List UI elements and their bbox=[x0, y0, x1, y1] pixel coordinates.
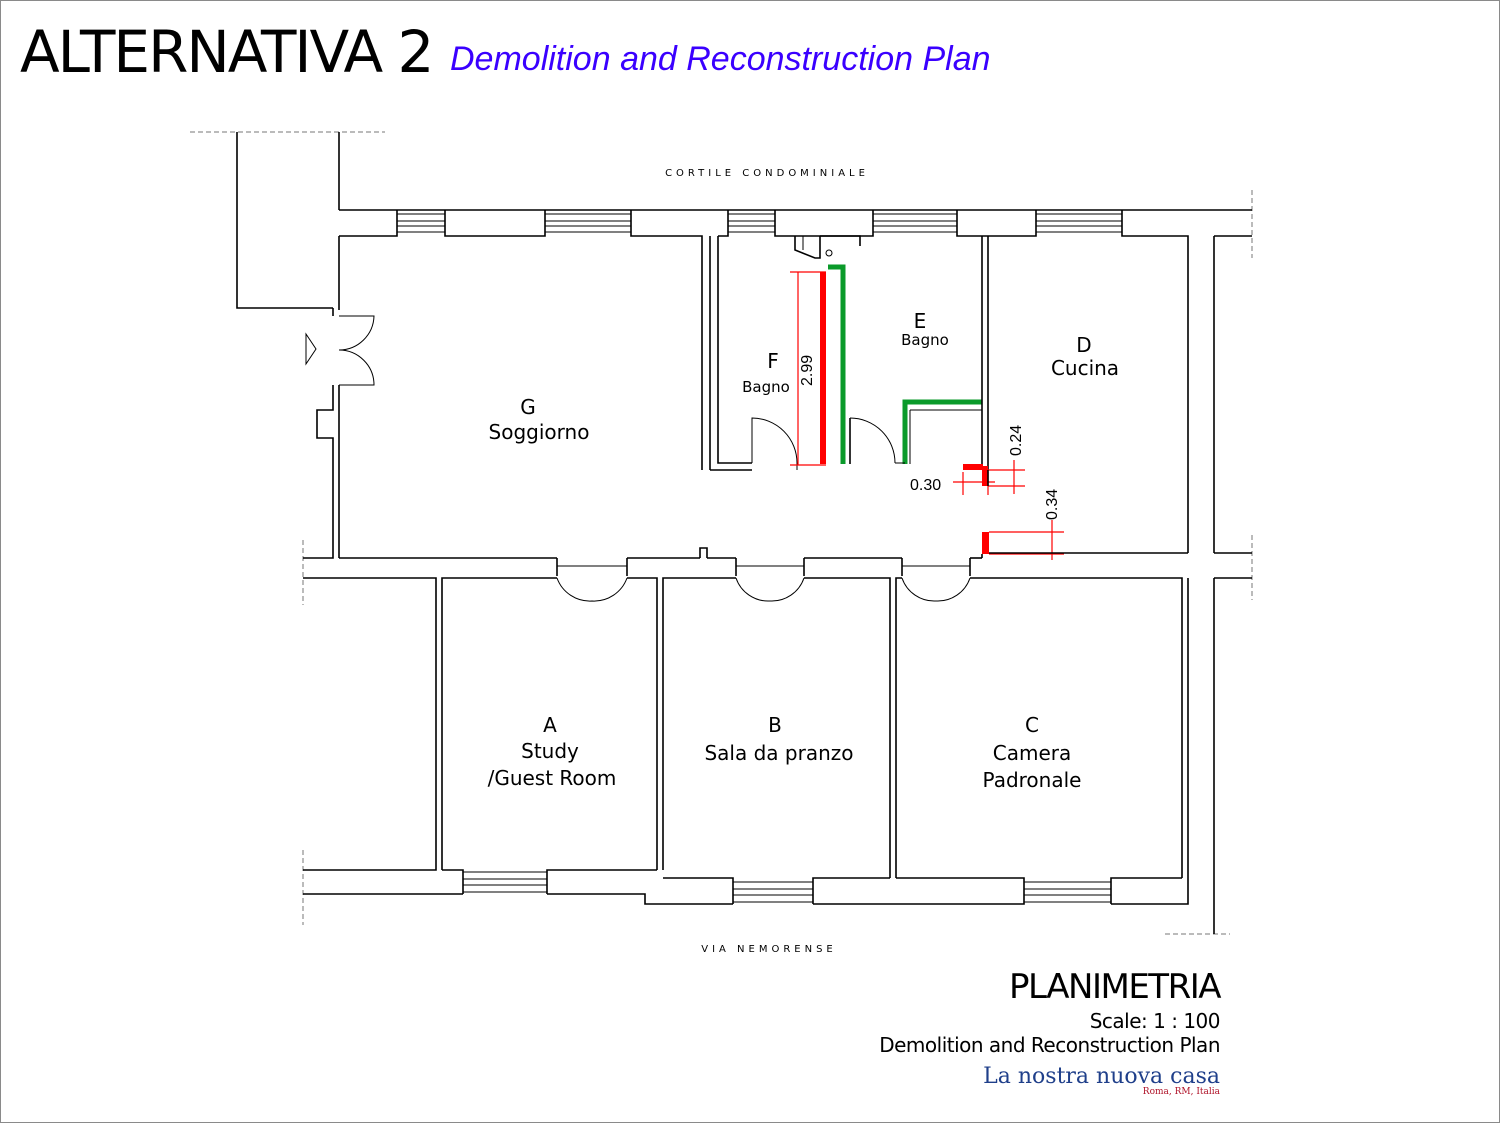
room-f-letter: F bbox=[767, 349, 779, 373]
room-a-name-line1: Study bbox=[521, 739, 579, 763]
room-g-name: Soggiorno bbox=[489, 420, 590, 444]
bottom-wall bbox=[303, 578, 1189, 905]
top-wall bbox=[339, 209, 1252, 554]
bathroom-f-door[interactable] bbox=[751, 417, 798, 470]
context-dashed-lines bbox=[190, 131, 1253, 935]
demolition-stub-lower bbox=[982, 532, 989, 554]
room-c-name-line1: Camera bbox=[993, 741, 1072, 765]
street-label-bottom: VIA NEMORENSE bbox=[701, 944, 837, 955]
dimension-line-0-34 bbox=[989, 520, 1064, 560]
dimension-line-0-24 bbox=[988, 460, 1025, 494]
dimension-0-34: 0.34 bbox=[1044, 489, 1061, 520]
bathroom-f-walls bbox=[710, 235, 861, 471]
wall-e-d bbox=[909, 236, 989, 470]
room-b-letter: B bbox=[768, 713, 782, 737]
dimension-0-30: 0.30 bbox=[910, 477, 941, 494]
room-a-name-line2: /Guest Room bbox=[488, 766, 617, 790]
dimension-0-24: 0.24 bbox=[1008, 425, 1025, 456]
room-d-letter: D bbox=[1076, 333, 1091, 357]
entrance-door[interactable] bbox=[338, 315, 375, 386]
room-a-letter: A bbox=[543, 713, 557, 737]
room-c-letter: C bbox=[1025, 713, 1039, 737]
room-f-name: Bagno bbox=[742, 378, 790, 396]
legend-description: Demolition and Reconstruction Plan bbox=[879, 1033, 1220, 1057]
room-c-name-line2: Padronale bbox=[983, 768, 1082, 792]
legend-scale: Scale: 1 : 100 bbox=[1090, 1009, 1220, 1033]
dimension-2-99: 2.99 bbox=[799, 355, 816, 386]
street-label-top: CORTILE CONDOMINIALE bbox=[665, 168, 869, 179]
door-room-a[interactable] bbox=[556, 565, 628, 602]
room-g-letter: G bbox=[520, 395, 536, 419]
legend-title: PLANIMETRIA bbox=[1009, 967, 1221, 1007]
dimension-line-2-99 bbox=[790, 271, 826, 466]
room-e-name: Bagno bbox=[901, 331, 949, 349]
bathroom-e-door[interactable] bbox=[849, 417, 905, 464]
kitchen-d-walls bbox=[987, 470, 1188, 554]
new-wall-bathroom-e bbox=[828, 264, 846, 464]
brand-location: Roma, RM, Italia bbox=[1143, 1087, 1221, 1097]
brand-name: La nostra nuova casa bbox=[983, 1064, 1220, 1089]
corridor-lower-wall bbox=[303, 577, 1252, 934]
left-wall bbox=[303, 236, 340, 559]
title-main: ALTERNATIVA 2 bbox=[20, 18, 432, 86]
room-e-letter: E bbox=[914, 309, 927, 333]
door-room-b[interactable] bbox=[735, 565, 805, 602]
room-b-name: Sala da pranzo bbox=[704, 741, 853, 765]
corridor-upper-wall bbox=[339, 547, 983, 576]
demolition-stub-corner bbox=[982, 466, 988, 486]
title-subtitle: Demolition and Reconstruction Plan bbox=[450, 40, 991, 78]
demolition-wall-f bbox=[820, 272, 826, 464]
new-wall-bathroom-e-box bbox=[902, 399, 982, 464]
door-room-c[interactable] bbox=[901, 565, 971, 602]
stair-annex bbox=[236, 132, 340, 309]
demolition-stub-upper bbox=[963, 464, 983, 470]
room-d-name: Cucina bbox=[1051, 356, 1119, 380]
